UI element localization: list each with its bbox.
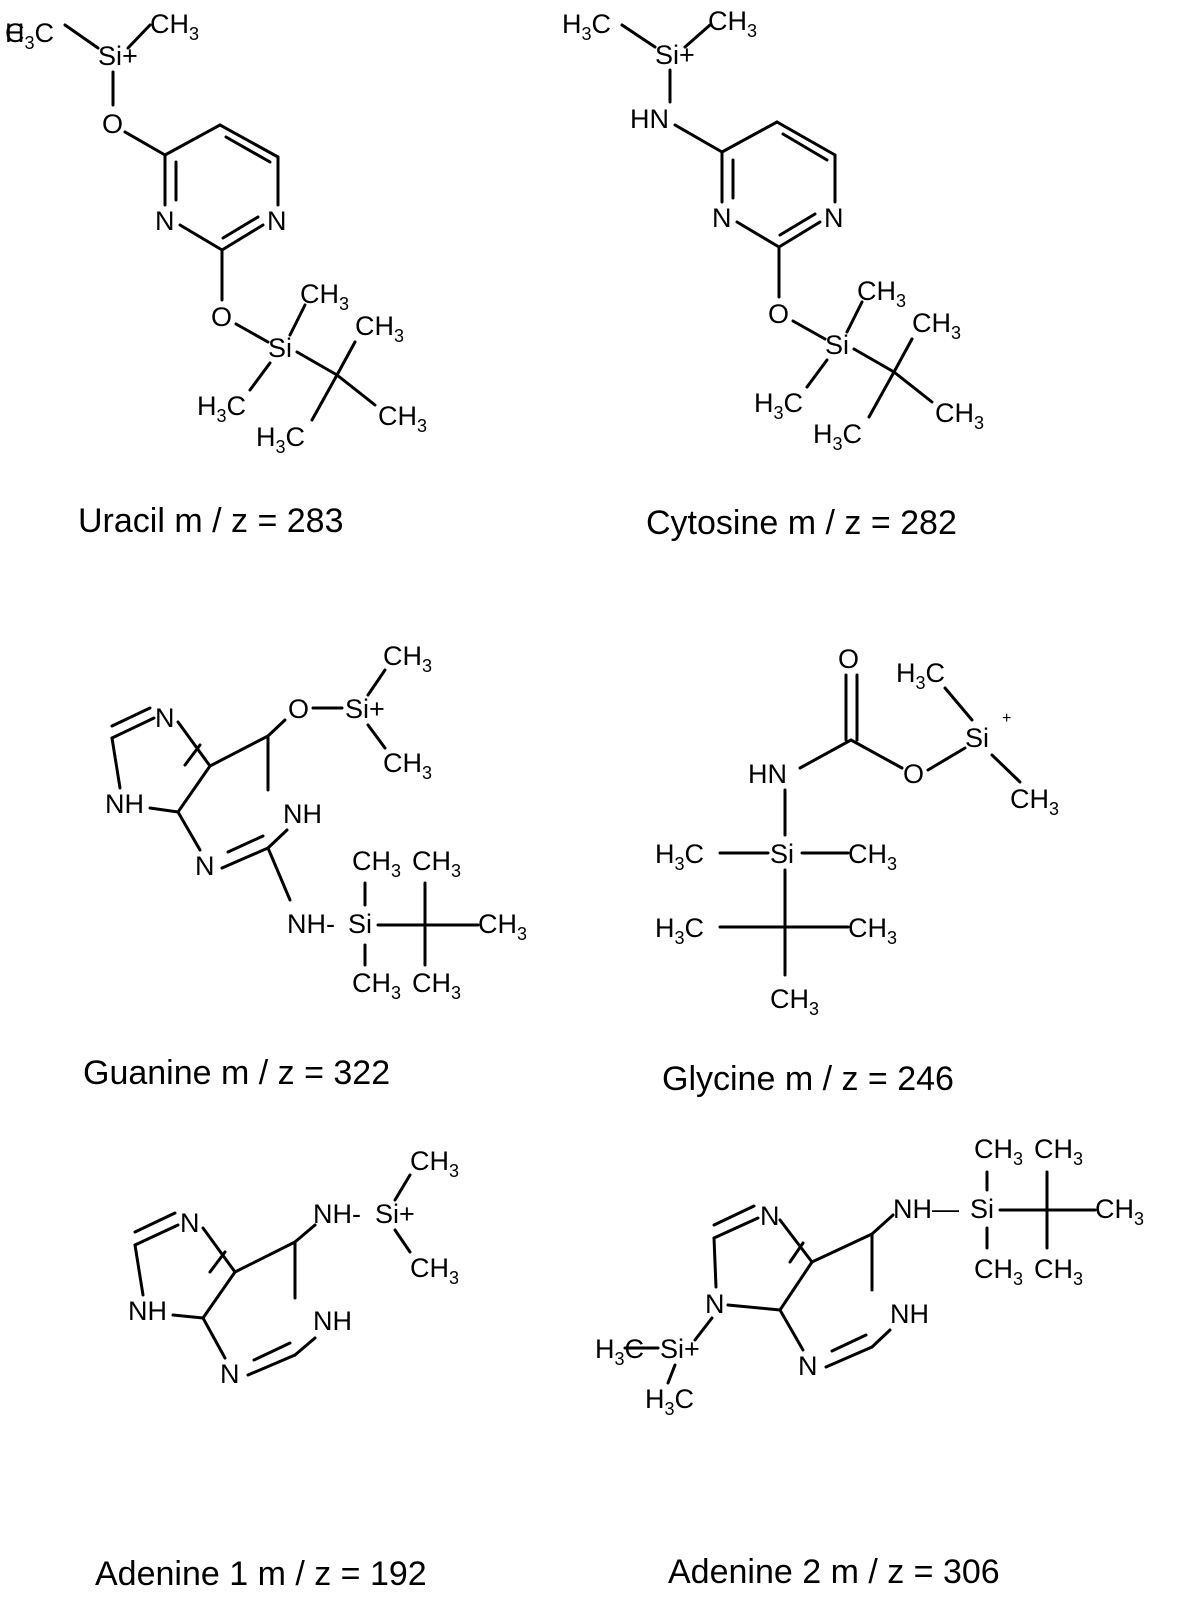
atom-nh-dash: NH- <box>313 1199 361 1229</box>
atom-ch3: CH3 <box>974 1254 1023 1289</box>
atom-h3c: H3C <box>655 913 704 948</box>
atom-ch3: CH3 <box>935 398 984 433</box>
atom-n: N <box>798 1351 818 1381</box>
atom-nh: NH <box>105 789 144 819</box>
atom-si-plus: Si+ <box>345 694 385 724</box>
atom-ch3: CH3 <box>770 984 819 1019</box>
atom-h3c: H3C <box>655 839 704 874</box>
atom-h3c: H3C <box>754 388 803 423</box>
atom-ch3: CH3 <box>352 968 401 1003</box>
atom-nh: NH <box>283 799 322 829</box>
atom-h3c: H3C <box>5 18 54 53</box>
atom-si: Si <box>770 839 794 869</box>
caption-guanine: Guanine m / z = 322 <box>83 1054 390 1092</box>
atom-ch3: CH3 <box>857 276 906 311</box>
atom-si: Si <box>268 333 292 363</box>
cytosine-structure: H3C CH3 Si+ HN N N O Si CH3 H3C CH3 CH3 … <box>562 6 984 454</box>
atom-hn: HN <box>630 104 669 134</box>
atom-ch3: CH3 <box>974 1134 1023 1169</box>
glycine-structure: O HN O Si + H3C CH3 Si H3C CH3 H3C CH3 C… <box>655 644 1059 1019</box>
atom-ch3: CH3 <box>383 641 432 676</box>
adenine1-structure: N NH NH N NH- Si+ CH3 CH3 <box>128 1146 459 1389</box>
atom-n: N <box>180 1208 200 1238</box>
atom-ch3: CH3 <box>300 279 349 314</box>
atom-ch3: CH3 <box>355 311 404 346</box>
atom-ch3: CH3 <box>412 846 461 881</box>
atom-plus: + <box>1002 710 1011 727</box>
atom-n: N <box>705 1289 725 1319</box>
atom-h3c: H3C <box>813 419 862 454</box>
atom-h3c: H3C <box>256 422 305 457</box>
atom-o: O <box>288 694 309 724</box>
atom-ch3: CH3 <box>478 909 527 944</box>
atom-h3c: H3C <box>562 9 611 44</box>
atom-ch3: CH3 <box>383 748 432 783</box>
atom-ch3: CH3 <box>1095 1194 1144 1229</box>
atom-si-plus: Si+ <box>655 40 695 70</box>
atom-h3c: C <box>5 18 25 48</box>
atom-ch3: CH3 <box>1034 1254 1083 1289</box>
atom-o: O <box>768 299 789 329</box>
atom-n: N <box>155 206 175 236</box>
atom-hn: HN <box>748 759 787 789</box>
atom-n: N <box>195 851 215 881</box>
atom-h3c: H3C <box>645 1384 694 1419</box>
atom-ch3: CH3 <box>1034 1134 1083 1169</box>
caption-cytosine: Cytosine m / z = 282 <box>646 504 957 542</box>
atom-ch3: CH3 <box>378 401 427 436</box>
adenine2-structure: N N NH N NH— Si CH3 CH3 CH3 CH3 CH3 Si+ <box>595 1134 1144 1419</box>
atom-si-plus: Si+ <box>375 1199 415 1229</box>
atom-h3c: H3C <box>896 658 945 693</box>
atom-nh: NH <box>128 1296 167 1326</box>
atom-ch3: CH3 <box>410 1253 459 1288</box>
atom-nh: NH <box>313 1306 352 1336</box>
atom-nh: NH <box>890 1299 929 1329</box>
atom-n: N <box>220 1359 240 1389</box>
atom-n: N <box>267 206 287 236</box>
atom-n: N <box>760 1201 780 1231</box>
atom-ch3: CH3 <box>708 6 757 41</box>
atom-ch3: CH3 <box>410 1146 459 1181</box>
uracil-structure: C H3C CH3 Si+ O N N O Si CH3 H3C CH3 CH3… <box>5 9 427 457</box>
atom-si-plus: Si+ <box>98 41 138 71</box>
atom-ch3: CH3 <box>412 968 461 1003</box>
atom-o: O <box>903 759 924 789</box>
atom-n: N <box>824 203 844 233</box>
atom-h3c: H3C <box>595 1334 644 1369</box>
atom-si: Si <box>825 330 849 360</box>
atom-ch3: CH3 <box>912 308 961 343</box>
atom-ch3: CH3 <box>150 9 199 44</box>
guanine-structure: N NH NH N O Si+ CH3 CH3 NH- Si CH3 C <box>105 641 527 1003</box>
caption-adenine-2: Adenine 2 m / z = 306 <box>668 1553 1000 1591</box>
caption-uracil: Uracil m / z = 283 <box>78 502 343 540</box>
caption-glycine: Glycine m / z = 246 <box>662 1060 954 1098</box>
atom-h3c: H3C <box>197 391 246 426</box>
atom-si-plus: Si+ <box>660 1334 700 1364</box>
atom-nh-dash: NH- <box>287 909 335 939</box>
atom-si: Si <box>965 723 989 753</box>
atom-ch3: CH3 <box>352 846 401 881</box>
atom-o: O <box>838 644 859 674</box>
atom-nh-dash-long: NH— <box>893 1194 959 1224</box>
atom-ch3: CH3 <box>848 839 897 874</box>
atom-n: N <box>712 203 732 233</box>
atom-n: N <box>155 703 175 733</box>
atom-ch3: CH3 <box>1010 784 1059 819</box>
atom-o: O <box>211 302 232 332</box>
atom-o: O <box>102 109 123 139</box>
atom-si: Si <box>348 909 372 939</box>
atom-ch3: CH3 <box>848 913 897 948</box>
atom-si: Si <box>970 1194 994 1224</box>
caption-adenine-1: Adenine 1 m / z = 192 <box>95 1555 427 1593</box>
